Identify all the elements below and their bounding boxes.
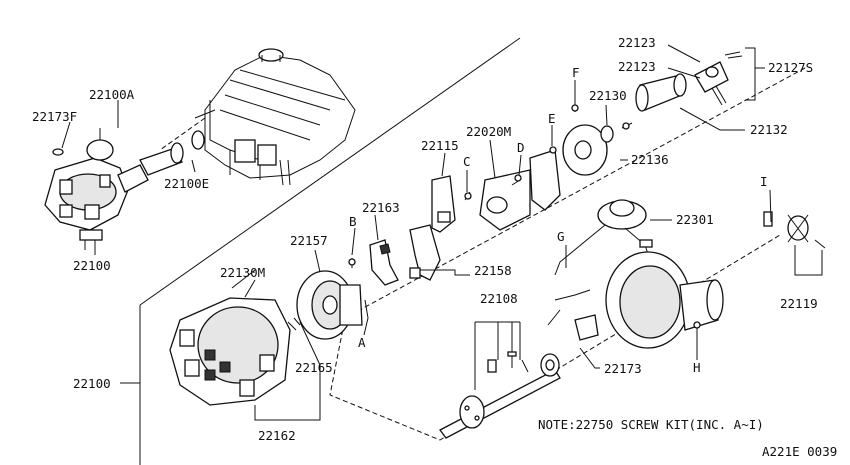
label-i: I xyxy=(760,174,768,189)
label-22108: 22108 xyxy=(480,291,518,306)
label-22020m: 22020M xyxy=(466,124,511,139)
engine-block-drawing xyxy=(204,48,356,186)
label-22100-top: 22100 xyxy=(73,258,111,273)
label-22165: 22165 xyxy=(295,360,333,375)
label-22158: 22158 xyxy=(474,263,512,278)
gear-22119 xyxy=(693,211,826,350)
label-22132: 22132 xyxy=(750,122,788,137)
distributor-assembly-top xyxy=(44,128,205,250)
governor-parts xyxy=(635,51,743,112)
label-22123-b: 22123 xyxy=(618,59,656,74)
label-22123-a: 22123 xyxy=(618,35,656,50)
label-c: C xyxy=(463,154,471,169)
label-22130: 22130 xyxy=(589,88,627,103)
label-22100a: 22100A xyxy=(89,87,135,102)
label-22163: 22163 xyxy=(362,200,400,215)
housing-22173 xyxy=(547,251,724,349)
label-22127s: 22127S xyxy=(768,60,813,75)
label-22119: 22119 xyxy=(780,296,818,311)
label-22100-side: 22100 xyxy=(73,376,111,391)
vacuum-controller-22301 xyxy=(554,199,653,276)
shaft-22108 xyxy=(439,350,561,439)
rotor-22157 xyxy=(296,270,369,340)
label-e: E xyxy=(548,111,556,126)
label-22173f: 22173F xyxy=(32,109,77,124)
label-a: A xyxy=(358,335,366,350)
label-g: G xyxy=(557,229,565,244)
label-22173: 22173 xyxy=(604,361,642,376)
label-b: B xyxy=(349,214,357,229)
label-22301: 22301 xyxy=(676,212,714,227)
cap-22130m xyxy=(169,269,301,406)
diagram-code: A221E 0039 xyxy=(762,444,837,459)
screw-kit-note: NOTE:22750 SCREW KIT(INC. A~I) xyxy=(538,417,764,432)
label-d: D xyxy=(517,140,525,155)
label-22115: 22115 xyxy=(421,138,459,153)
label-22157: 22157 xyxy=(290,233,328,248)
label-f: F xyxy=(572,65,580,80)
part-labels: 22100A 22173F 22100E 22100 22100 22130M … xyxy=(32,35,818,443)
label-22136: 22136 xyxy=(631,152,669,167)
small-parts xyxy=(348,100,633,286)
label-22100e: 22100E xyxy=(164,176,209,191)
frame-lines xyxy=(120,37,806,465)
label-22130m: 22130M xyxy=(220,265,265,280)
leader-lines xyxy=(61,44,823,421)
label-h: H xyxy=(693,360,701,375)
label-22162: 22162 xyxy=(258,428,296,443)
